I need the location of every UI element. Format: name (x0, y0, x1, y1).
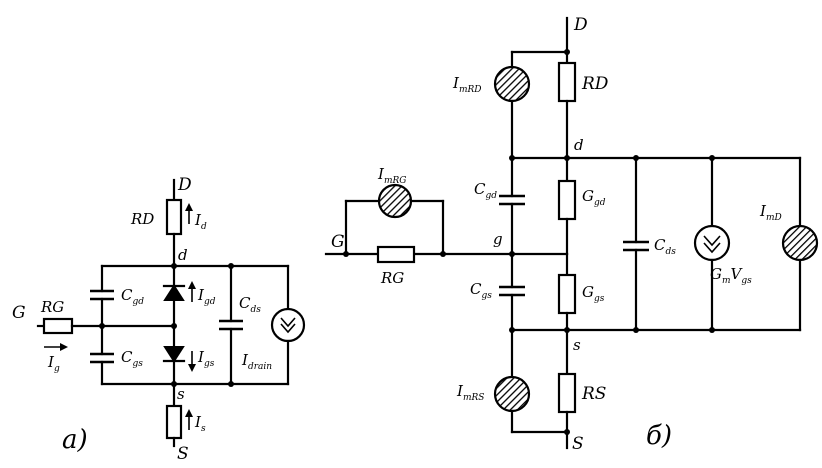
junction-dot (633, 155, 639, 161)
idrain-current-source-a (270, 264, 306, 386)
junction-dot (343, 251, 349, 257)
ggs-label: Ggs (582, 283, 605, 304)
junction-dot (440, 251, 446, 257)
junction-dot (509, 155, 515, 161)
junction-dot (509, 327, 515, 333)
imd-label: ImD (759, 202, 782, 223)
imrs-label: ImRS (456, 382, 484, 403)
node-d-label: d (178, 246, 188, 264)
imrd-label: ImRD (452, 74, 481, 95)
ggd-label: Ggd (582, 187, 606, 208)
terminal-d-label: D (573, 15, 588, 35)
gm-vgs-label: GmVgs (710, 265, 752, 286)
terminal-s-label: S (572, 434, 584, 454)
junction-dot (509, 251, 515, 257)
rd-resistor-b (557, 50, 577, 160)
cgs-capacitor-a (90, 324, 114, 386)
ggd-conductance (557, 156, 577, 256)
rs-label: RS (581, 384, 606, 404)
junction-dot (228, 381, 234, 387)
rd-label: RD (130, 210, 154, 228)
gate-lead-b (324, 245, 416, 264)
junction-dot (171, 323, 177, 329)
igd-label: Igd (197, 286, 216, 307)
terminal-s-label: S (177, 444, 189, 464)
junction-dot (99, 323, 105, 329)
ggs-conductance (557, 252, 577, 332)
igs-diode-a (162, 324, 186, 386)
junction-dot (171, 381, 177, 387)
junction-dot (564, 155, 570, 161)
cds-capacitor-a (219, 264, 243, 386)
node-s-label: s (177, 385, 185, 403)
junction-dot (709, 327, 715, 333)
cgs-label: Cgs (470, 280, 492, 301)
rs-resistor-b (557, 328, 577, 450)
cgs-label: Cgs (121, 348, 143, 369)
is-label: Is (194, 413, 206, 434)
cgd-label: Cgd (121, 286, 144, 307)
node-d-label: d (574, 136, 584, 154)
idrain-label: Idrain (241, 351, 272, 372)
terminal-d-label: D (177, 175, 192, 195)
junction-dot (228, 263, 234, 269)
imd-noise-source (781, 156, 819, 332)
caption-b: б) (646, 421, 672, 451)
node-g-label: g (493, 230, 503, 248)
igs-label: Igs (197, 348, 215, 369)
id-label: Id (194, 211, 207, 232)
rg-label: RG (40, 298, 64, 316)
drain-lead-a (165, 178, 183, 268)
junction-dot (171, 263, 177, 269)
igd-diode-a (162, 264, 186, 328)
junction-dot (564, 327, 570, 333)
circuit-b: D ImRD RD d ImRG Cgd Ggd ImD G g Cds GmV… (324, 15, 819, 454)
imrs-noise-source (493, 328, 531, 434)
drain-lead-b (510, 16, 569, 54)
imrd-noise-source (493, 50, 531, 160)
node-s-label: s (573, 336, 581, 354)
junction-dot (564, 49, 570, 55)
caption-a: a) (62, 425, 88, 455)
terminal-g-label: G (12, 303, 26, 323)
junction-dot (633, 327, 639, 333)
imrg-noise-source (344, 183, 445, 256)
cds-label: Cds (239, 294, 261, 315)
cgs-capacitor-b (499, 252, 525, 332)
junction-dot (709, 155, 715, 161)
cgd-label: Cgd (474, 180, 497, 201)
cgd-capacitor-a (90, 264, 114, 328)
junction-dot (564, 429, 570, 435)
cds-capacitor-b (623, 156, 649, 332)
rg-label: RG (380, 269, 404, 287)
cgd-capacitor-b (499, 156, 525, 256)
gm-vgs-current-source (693, 156, 731, 332)
source-lead-a (165, 382, 183, 448)
terminal-g-label: G (331, 232, 345, 252)
cds-label: Cds (654, 236, 676, 257)
gate-lead-a (36, 317, 176, 335)
ig-label: Ig (47, 353, 60, 374)
circuit-a: D RD Id d Cgd Igd Cds G RG Ig Cgs Igs Id… (12, 175, 306, 464)
rd-label: RD (581, 74, 609, 94)
imrg-label: ImRG (377, 165, 406, 186)
